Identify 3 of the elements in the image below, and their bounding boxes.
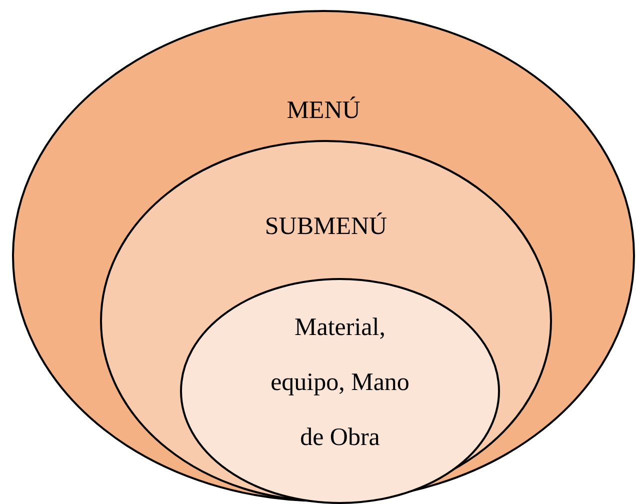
region-label: MENÚ [286, 96, 362, 126]
region-label: Material, equipo, Mano de Obra [270, 313, 410, 453]
region-label: SUBMENÚ [264, 212, 388, 242]
